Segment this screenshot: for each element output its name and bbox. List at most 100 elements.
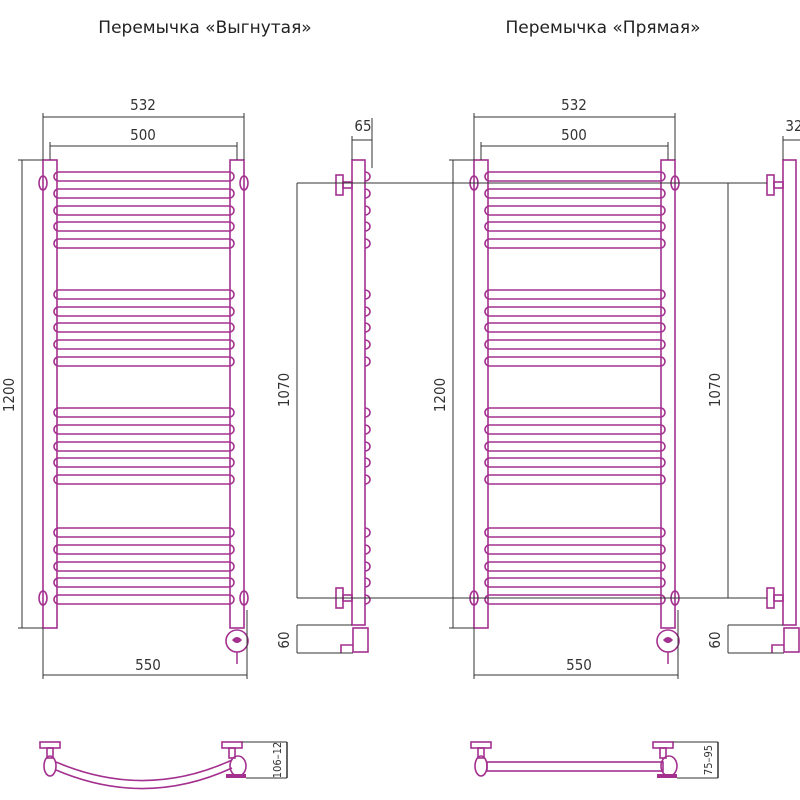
crossbar <box>484 527 666 538</box>
straight-crossbar <box>486 761 664 772</box>
crossbar-profile <box>364 339 371 350</box>
bracket-stem <box>773 181 784 189</box>
crossbar <box>484 474 666 485</box>
crossbar <box>53 306 235 317</box>
panel-curved: 1200 532 500 550 1070 60 65 106–12 <box>0 96 373 790</box>
crossbar-profile <box>364 441 371 452</box>
heater-base <box>657 774 677 778</box>
crossbar <box>484 306 666 317</box>
crossbar <box>53 339 235 350</box>
crossbar <box>53 356 235 367</box>
crossbar <box>484 544 666 555</box>
crossbar <box>53 221 235 232</box>
heater-cable <box>771 644 784 653</box>
crossbar-profile <box>364 356 371 367</box>
heater-plug-icon <box>663 637 673 643</box>
dim-rail-spacing-label: 500 <box>561 126 587 144</box>
left-rail-section <box>43 755 57 777</box>
wall-flange <box>766 174 775 196</box>
crossbar <box>484 457 666 468</box>
side-rail <box>782 159 797 626</box>
dim-overall-width-label: 532 <box>561 96 587 114</box>
crossbar <box>484 424 666 435</box>
crossbar <box>53 544 235 555</box>
wall-mount-bracket <box>38 175 48 191</box>
crossbar <box>484 561 666 572</box>
dim-depth-label: 32 <box>785 117 800 135</box>
crossbar <box>53 289 235 300</box>
panel-title-straight: Перемычка «Прямая» <box>505 18 701 38</box>
crossbar <box>484 322 666 333</box>
crossbar-profile <box>364 474 371 485</box>
bracket-stem <box>228 747 236 759</box>
crossbar-profile <box>364 457 371 468</box>
dim-bottom-offset-label: 60 <box>275 631 293 648</box>
wall-flange <box>652 741 674 749</box>
bracket-stem <box>659 747 667 759</box>
crossbar-profile <box>364 306 371 317</box>
wall-flange <box>766 587 775 609</box>
crossbar-profile <box>364 407 371 418</box>
top-view: 75–95 <box>470 741 719 779</box>
wall-mount-bracket <box>239 590 249 606</box>
heater-base <box>226 774 246 778</box>
wall-flange <box>470 741 492 749</box>
crossbar-profile <box>364 544 371 555</box>
wall-flange <box>39 741 61 749</box>
bracket-stem <box>477 747 485 759</box>
heater-plug-icon <box>232 637 242 643</box>
crossbar-profile <box>364 205 371 216</box>
wall-mount-bracket <box>38 590 48 606</box>
dim-bottom-offset-label: 60 <box>706 631 724 648</box>
dim-total-width-label: 550 <box>135 656 161 674</box>
front-view: 1200 532 500 550 <box>0 96 249 679</box>
crossbar <box>484 577 666 588</box>
dim-depth-label: 65 <box>354 117 371 135</box>
dim-connection-spacing-label: 1070 <box>275 373 293 407</box>
crossbar <box>484 441 666 452</box>
heater-body <box>783 627 800 653</box>
crossbar-profile <box>364 322 371 333</box>
left-rail-section <box>474 755 488 777</box>
bracket-stem <box>773 594 784 602</box>
crossbar <box>53 424 235 435</box>
crossbar-profile <box>364 188 371 199</box>
side-view: 1070 60 65 <box>275 117 373 654</box>
crossbar <box>53 561 235 572</box>
curved-crossbar <box>55 767 233 790</box>
dim-overall-width-label: 532 <box>130 96 156 114</box>
right-rail-section <box>229 755 247 777</box>
crossbar <box>53 594 235 605</box>
crossbar-profile <box>364 171 371 182</box>
wall-flange <box>335 174 344 196</box>
top-view: 106–12 <box>39 741 288 790</box>
heater-body <box>352 627 369 653</box>
crossbar-profile <box>364 561 371 572</box>
crossbar-profile <box>364 238 371 249</box>
side-rail <box>351 159 366 626</box>
dim-rail-spacing-label: 500 <box>130 126 156 144</box>
crossbar <box>484 221 666 232</box>
crossbar <box>53 527 235 538</box>
dim-connection-spacing-label: 1070 <box>706 373 724 407</box>
crossbar <box>484 339 666 350</box>
curved-crossbar <box>55 759 233 782</box>
dim-height-label: 1200 <box>431 378 449 412</box>
crossbar <box>53 205 235 216</box>
bracket-stem <box>342 181 353 189</box>
crossbar <box>484 205 666 216</box>
crossbar-profile <box>364 424 371 435</box>
crossbar <box>53 474 235 485</box>
dim-height-label: 1200 <box>0 378 18 412</box>
wall-mount-bracket <box>239 175 249 191</box>
crossbar <box>53 407 235 418</box>
crossbar <box>53 188 235 199</box>
dim-wall-distance-label: 75–95 <box>702 745 715 775</box>
crossbar-profile <box>364 289 371 300</box>
crossbar <box>53 238 235 249</box>
dim-wall-distance-label: 106–12 <box>271 742 284 778</box>
crossbar <box>484 407 666 418</box>
